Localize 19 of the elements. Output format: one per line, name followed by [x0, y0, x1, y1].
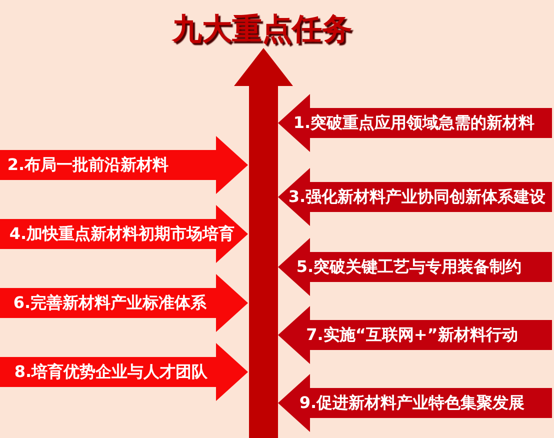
- task-label: 4.加快重点新材料初期市场培育: [9, 224, 235, 244]
- task-label: 3.强化新材料产业协同创新体系建设: [288, 187, 546, 207]
- arrow-banner: [278, 168, 552, 226]
- arrow-banner: [278, 94, 552, 152]
- task-label: 5.突破关键工艺与专用装备制约: [296, 257, 522, 277]
- arrow-banner: [278, 374, 552, 432]
- task-label: 8.培育优势企业与人才团队: [14, 362, 208, 382]
- task-label: 1.突破重点应用领域急需的新材料: [293, 113, 535, 133]
- arrow-banner: [0, 136, 248, 194]
- arrow-banner: [0, 205, 248, 263]
- title: 九大重点任务: [172, 12, 352, 48]
- task-label: 9.促进新材料产业特色集聚发展: [299, 393, 525, 413]
- arrow-banner: [278, 238, 552, 296]
- task-label: 6.完善新材料产业标准体系: [13, 293, 207, 313]
- arrow-banner: [278, 306, 552, 364]
- task-label: 7.实施“互联网+”新材料行动: [306, 325, 518, 345]
- arrow-banner: [0, 274, 248, 332]
- arrow-banner: [0, 343, 248, 401]
- task-label: 2.布局一批前沿新材料: [7, 155, 169, 175]
